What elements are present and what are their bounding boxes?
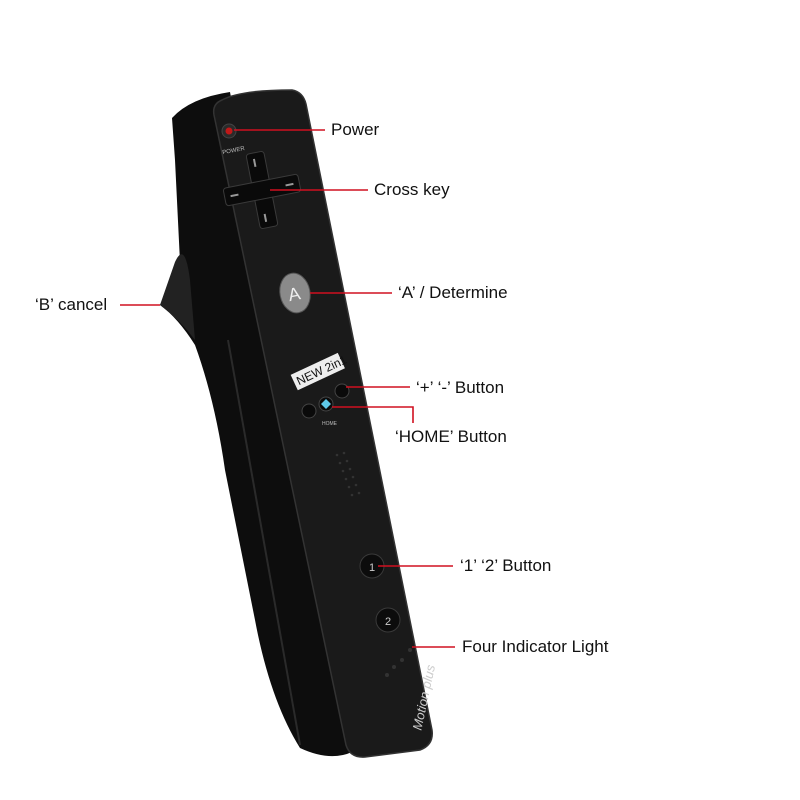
label-indicator: Four Indicator Light <box>462 637 609 656</box>
label-a-button: ‘A’ / Determine <box>398 283 508 302</box>
plus-button[interactable] <box>334 383 350 399</box>
one-label: 1 <box>369 562 375 574</box>
a-button[interactable] <box>276 271 313 316</box>
remote-front-face <box>212 89 433 758</box>
home-icon <box>321 399 331 409</box>
speaker-grille <box>335 451 361 497</box>
callout-lines <box>120 129 455 648</box>
a-button-label: A <box>286 283 302 305</box>
home-print: HOME <box>322 421 338 427</box>
label-cross-key: Cross key <box>374 180 450 199</box>
two-button[interactable] <box>375 607 401 633</box>
two-label: 2 <box>385 616 391 628</box>
indicator-lights <box>385 648 412 677</box>
label-power: Power <box>331 120 380 139</box>
label-b-button: ‘B’ cancel <box>35 295 108 314</box>
minus-button[interactable] <box>301 403 317 419</box>
label-one-two: ‘1’ ‘2’ Button <box>460 556 552 575</box>
power-print: POWER <box>222 146 246 156</box>
power-icon <box>225 127 233 135</box>
remote-side-edge <box>227 339 301 746</box>
label-plus-minus: ‘+’ ‘-’ Button <box>416 378 505 397</box>
label-home: ‘HOME’ Button <box>395 427 507 446</box>
remote-side-body <box>160 92 352 757</box>
cross-key[interactable] <box>217 145 306 234</box>
b-trigger <box>160 254 195 340</box>
